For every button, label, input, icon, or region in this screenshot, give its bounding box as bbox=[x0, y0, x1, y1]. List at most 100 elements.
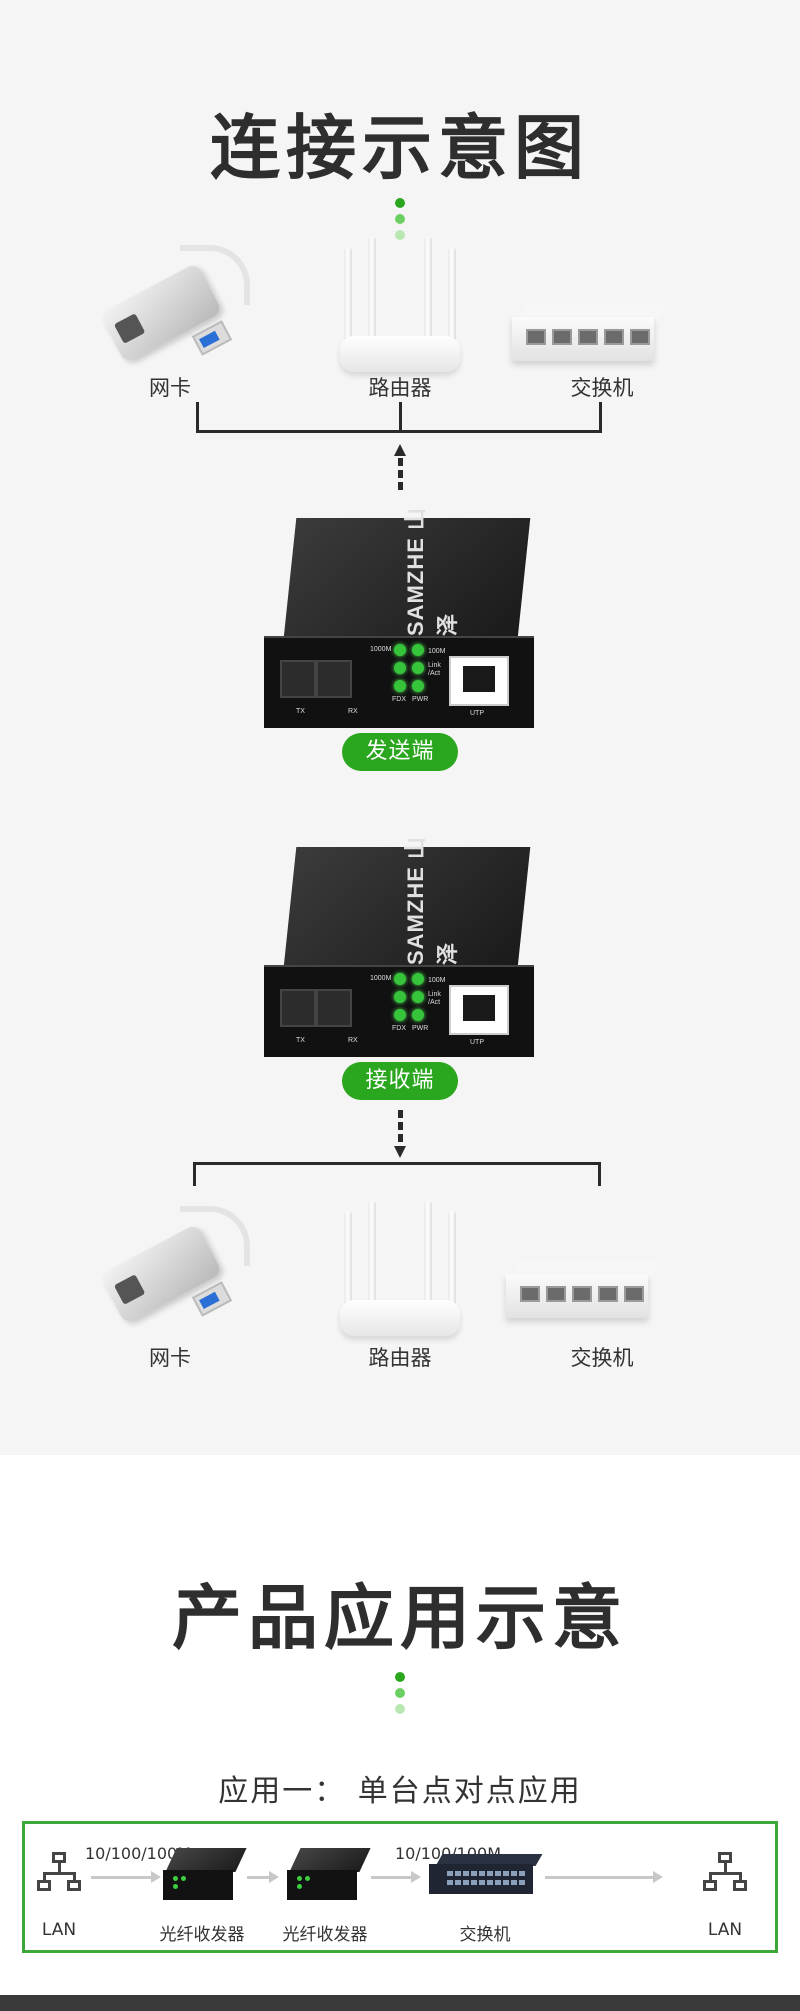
lan-right-label: LAN bbox=[707, 1920, 743, 1940]
label-switch-bottom: 交换机 bbox=[570, 1346, 634, 1370]
switch-port bbox=[471, 1871, 477, 1876]
rx-label: RX bbox=[348, 1037, 358, 1044]
arrow-dash bbox=[398, 1110, 403, 1118]
switch-port bbox=[503, 1871, 509, 1876]
led-indicator bbox=[412, 1009, 424, 1021]
led-indicator bbox=[181, 1876, 186, 1881]
tx-label: TX bbox=[296, 1037, 305, 1044]
arrow-dash bbox=[398, 482, 403, 490]
rj45-port bbox=[449, 985, 509, 1035]
down-arrow-head bbox=[394, 1146, 406, 1158]
nic-cable bbox=[180, 245, 250, 305]
switch-port bbox=[463, 1880, 469, 1885]
up-arrow-head bbox=[394, 444, 406, 456]
utp-label: UTP bbox=[470, 710, 484, 717]
lan-network-icon bbox=[703, 1852, 747, 1900]
led-indicator bbox=[173, 1876, 178, 1881]
led-indicator bbox=[394, 973, 406, 985]
lan-line bbox=[58, 1863, 61, 1873]
flow-arrow-head bbox=[411, 1871, 421, 1883]
switch-port bbox=[487, 1871, 493, 1876]
converter-top bbox=[165, 1848, 247, 1872]
dot-dark bbox=[395, 1672, 405, 1682]
connection-diagram-section: 连接示意图 网卡 路由器 交换机 bbox=[99, 107, 672, 1370]
switch-port bbox=[520, 1286, 540, 1302]
switch-port bbox=[479, 1880, 485, 1885]
led-label-100m: 100M bbox=[428, 648, 446, 655]
brand-logo: SAMZHE 山泽 bbox=[403, 835, 460, 965]
switch-port bbox=[495, 1871, 501, 1876]
switch-device-top bbox=[512, 305, 672, 365]
switch-port bbox=[630, 329, 650, 345]
switch-port bbox=[578, 329, 598, 345]
nic-device-top bbox=[99, 245, 280, 375]
nic-device-bottom bbox=[99, 1206, 280, 1336]
usb-insert bbox=[199, 1291, 220, 1310]
section-title-connection: 连接示意图 bbox=[210, 107, 590, 189]
switch-port bbox=[447, 1880, 453, 1885]
led-indicator bbox=[412, 680, 424, 692]
converter-sender: SAMZHE 山泽 TX RX 1000M 100M Link /Act FDX… bbox=[264, 507, 534, 728]
sender-badge: 发送端 bbox=[342, 733, 458, 771]
speed-label-left: 10/100/100M bbox=[85, 1844, 192, 1863]
arrow-dash bbox=[398, 470, 403, 478]
converter-a-label: 光纤收发器 bbox=[159, 1925, 245, 1945]
nic-cable bbox=[180, 1206, 250, 1266]
switch-port bbox=[526, 329, 546, 345]
converter-receiver: SAMZHE 山泽 TX RX 1000M 100M Link /Act FDX… bbox=[264, 836, 534, 1057]
switch-port bbox=[604, 329, 624, 345]
router-device-top bbox=[340, 232, 460, 372]
switch-port bbox=[479, 1871, 485, 1876]
switch-device-bottom bbox=[506, 1262, 666, 1322]
led-label-fdx: FDX bbox=[392, 1025, 406, 1032]
flow-arrow bbox=[91, 1876, 153, 1879]
switch-port bbox=[519, 1871, 525, 1876]
fiber-port-tx bbox=[280, 989, 316, 1027]
bracket-drop-right-bottom bbox=[598, 1162, 601, 1186]
rj45-socket bbox=[463, 995, 495, 1021]
title-decoration-dots bbox=[394, 1672, 406, 1720]
bracket-horizontal-bottom bbox=[193, 1162, 601, 1165]
receiver-badge: 接收端 bbox=[342, 1062, 458, 1100]
converter-a-icon bbox=[163, 1848, 247, 1900]
switch-port bbox=[511, 1871, 517, 1876]
brand-logo: SAMZHE 山泽 bbox=[403, 506, 460, 636]
antenna bbox=[368, 237, 376, 342]
flow-arrow bbox=[545, 1876, 655, 1879]
label-router-top: 路由器 bbox=[368, 376, 432, 400]
lan-line bbox=[709, 1872, 712, 1880]
lan-left-label: LAN bbox=[41, 1920, 77, 1940]
led-label-link: Link bbox=[428, 991, 441, 998]
dot-mid bbox=[395, 214, 405, 224]
flow-arrow bbox=[247, 1876, 271, 1879]
bracket-horizontal bbox=[196, 430, 602, 433]
led-indicator bbox=[394, 991, 406, 1003]
switch-port bbox=[447, 1871, 453, 1876]
switch-label: 交换机 bbox=[459, 1925, 511, 1945]
label-router-bottom: 路由器 bbox=[368, 1346, 432, 1370]
switch-front bbox=[429, 1864, 533, 1894]
lan-node bbox=[37, 1880, 51, 1891]
antenna bbox=[448, 247, 456, 342]
dot-light bbox=[395, 230, 405, 240]
switch-port bbox=[471, 1880, 477, 1885]
converter-top bbox=[289, 1848, 371, 1872]
flow-arrow bbox=[371, 1876, 413, 1879]
bracket-drop-left-bottom bbox=[193, 1162, 196, 1186]
application-one-title: 应用一： 单台点对点应用 bbox=[218, 1774, 582, 1809]
switch-port bbox=[598, 1286, 618, 1302]
footer-strip bbox=[0, 1995, 800, 2011]
converter-b-icon bbox=[287, 1848, 371, 1900]
converter-front bbox=[163, 1870, 233, 1900]
led-label-pwr: PWR bbox=[412, 696, 429, 703]
label-switch-top: 交换机 bbox=[570, 376, 634, 400]
led-label-1000m: 1000M bbox=[370, 975, 392, 982]
switch-port bbox=[487, 1880, 493, 1885]
lan-node bbox=[52, 1852, 66, 1863]
bracket-drop-left bbox=[196, 402, 199, 432]
lan-line bbox=[724, 1863, 727, 1873]
section-title-application: 产品应用示意 bbox=[172, 1577, 628, 1659]
switch-front bbox=[512, 317, 654, 361]
converter-front bbox=[287, 1870, 357, 1900]
converter-front-panel: TX RX 1000M 100M Link /Act FDX PWR UTP bbox=[264, 636, 534, 728]
